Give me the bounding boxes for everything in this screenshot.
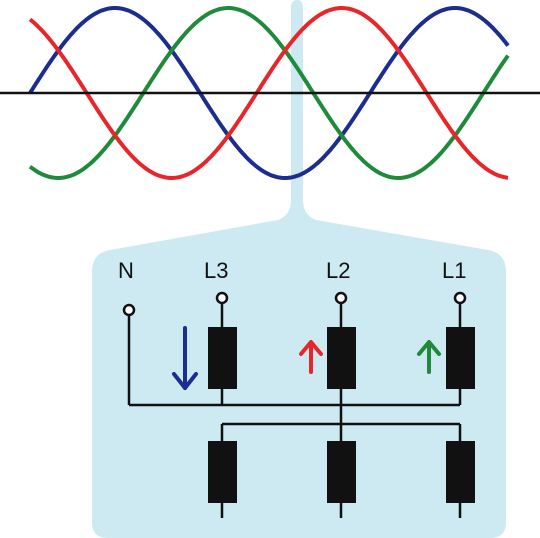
terminal-l2 xyxy=(334,291,348,305)
wave-red xyxy=(28,6,509,180)
terminal-l3 xyxy=(215,291,229,305)
phase-waveforms xyxy=(28,6,510,180)
coil-lower-left xyxy=(208,441,237,503)
terminal-l1 xyxy=(453,291,467,305)
terminal-neutral xyxy=(122,303,136,317)
label-neutral: N xyxy=(118,258,134,283)
coil-l1-upper xyxy=(446,327,475,389)
coil-lower-right xyxy=(446,441,475,503)
arrow-l2-up xyxy=(299,340,323,374)
wave-green xyxy=(28,6,510,180)
coils xyxy=(208,327,475,503)
label-l1: L1 xyxy=(442,258,466,283)
label-l3: L3 xyxy=(204,258,228,283)
coil-lower-mid xyxy=(327,441,356,503)
coil-l2-upper xyxy=(327,327,356,389)
current-arrows xyxy=(172,326,441,390)
arrow-l1-up xyxy=(417,340,441,374)
arrow-l3-down xyxy=(172,326,198,390)
terminals xyxy=(122,291,467,317)
coil-l3-upper xyxy=(208,327,237,389)
wave-blue xyxy=(28,6,510,180)
highlight-panel xyxy=(92,0,506,538)
label-l2: L2 xyxy=(326,258,350,283)
